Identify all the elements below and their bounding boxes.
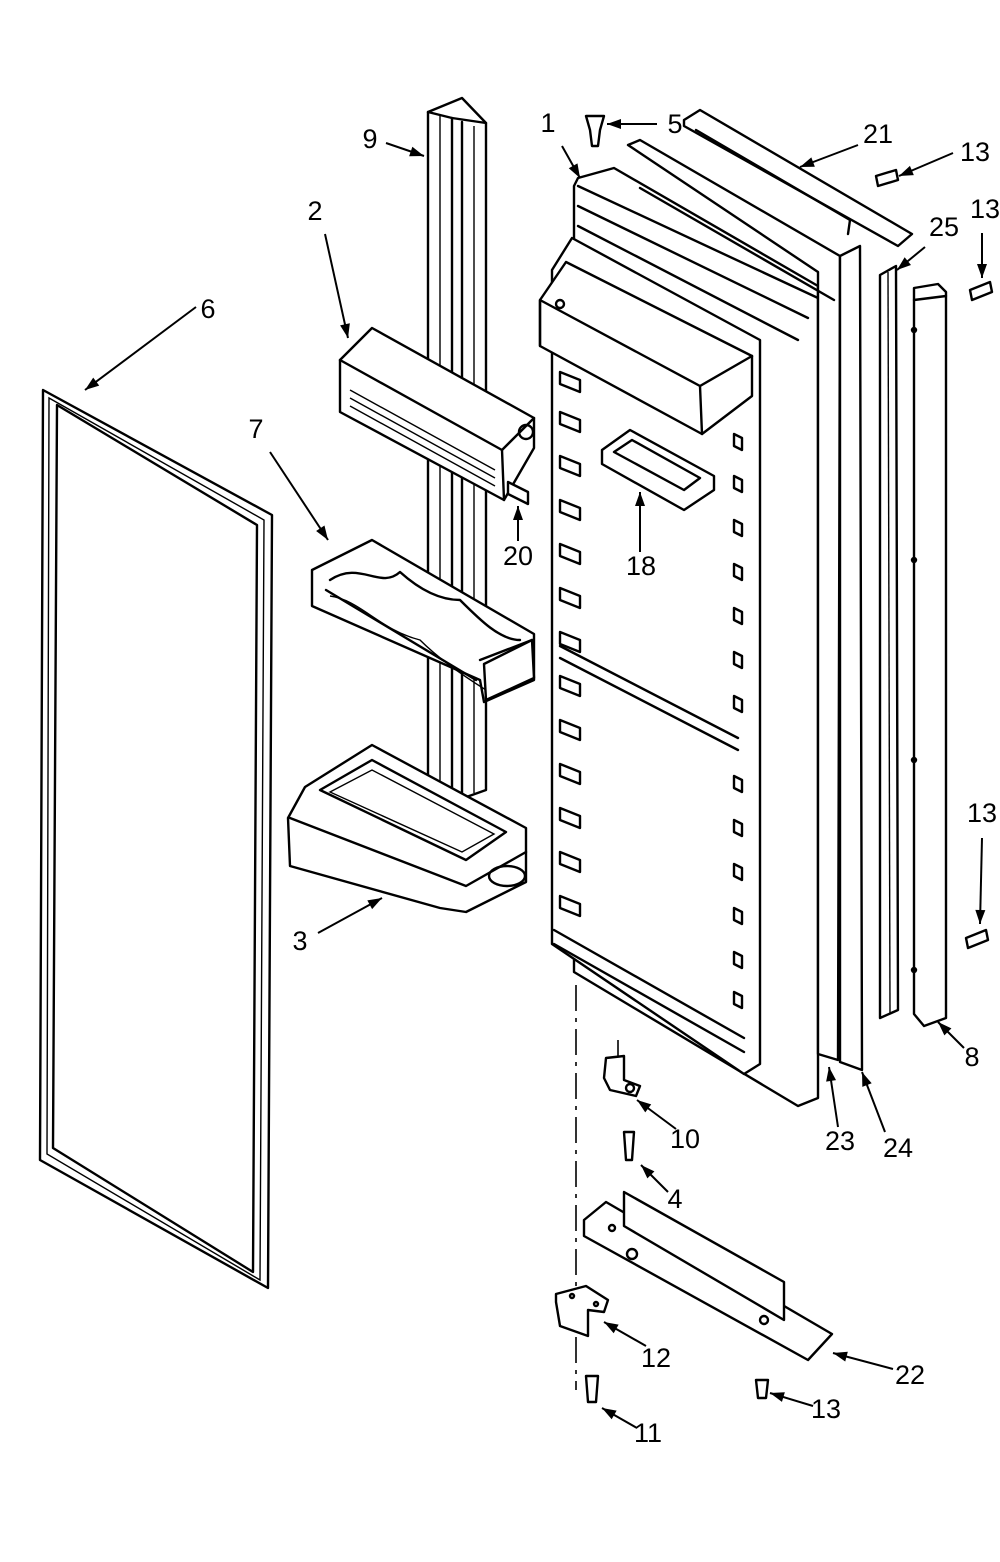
- callout-label: 18: [626, 551, 656, 581]
- callout-label: 8: [964, 1042, 979, 1072]
- lower-hinge: [554, 1284, 610, 1338]
- callout-arrowhead: [862, 1072, 872, 1087]
- callout-label: 4: [667, 1184, 682, 1214]
- side-channel: [910, 282, 948, 1028]
- callout-c1: 1: [540, 108, 581, 179]
- callout-c18: 18: [626, 492, 656, 581]
- callout-c13a: 13: [898, 137, 990, 177]
- callout-c7: 7: [248, 414, 329, 541]
- callout-label: 13: [960, 137, 990, 167]
- callout-arrowhead: [938, 1022, 952, 1036]
- callout-leader: [979, 837, 983, 925]
- callout-label: 23: [825, 1126, 855, 1156]
- callout-arrowhead: [637, 1100, 652, 1113]
- callout-label: 6: [200, 294, 215, 324]
- callout-label: 9: [362, 124, 377, 154]
- callout-arrowhead: [604, 1322, 619, 1334]
- callout-arrowhead: [602, 1408, 617, 1420]
- callout-c21: 21: [799, 119, 893, 168]
- side-seal: [878, 264, 900, 1020]
- callout-label: 13: [967, 798, 997, 828]
- hinge-bracket: [602, 1054, 642, 1098]
- callout-c3: 3: [292, 897, 383, 956]
- callout-leader: [269, 451, 329, 541]
- door-liner: [538, 166, 820, 1108]
- lower-screw: [584, 1374, 600, 1404]
- callout-arrowhead: [833, 1351, 848, 1362]
- callout-arrowhead: [899, 165, 914, 176]
- callout-arrowhead: [977, 264, 987, 278]
- callout-label: 1: [540, 108, 555, 138]
- top-plug: [584, 114, 606, 148]
- utility-tray: [600, 428, 716, 512]
- door-panels: [626, 138, 864, 1072]
- callout-label: 22: [895, 1360, 925, 1390]
- callout-arrowhead: [897, 257, 911, 270]
- bottom-hinge-plate: [582, 1190, 834, 1362]
- callout-label: 5: [667, 109, 682, 139]
- callout-c2: 2: [307, 196, 350, 339]
- callout-arrowhead: [635, 492, 645, 506]
- callout-c25: 25: [896, 212, 959, 271]
- callout-c8: 8: [937, 1021, 980, 1072]
- callout-arrowhead: [340, 323, 350, 338]
- callout-label: 12: [641, 1343, 671, 1373]
- egg-bin: [310, 538, 536, 704]
- callout-label: 11: [634, 1418, 662, 1448]
- callout-arrowhead: [975, 909, 986, 924]
- callout-c6: 6: [84, 294, 216, 391]
- callout-c11: 11: [601, 1407, 662, 1448]
- callout-c13b: 13: [970, 194, 1000, 278]
- callout-c24: 24: [861, 1071, 913, 1163]
- callout-c4: 4: [640, 1164, 683, 1214]
- dairy-door: [338, 326, 536, 502]
- callout-arrowhead: [316, 525, 328, 540]
- callout-label: 3: [292, 926, 307, 956]
- hinge-screw: [622, 1130, 636, 1162]
- callout-arrowhead: [409, 146, 424, 157]
- dairy-door-hinge-pin: [506, 480, 530, 506]
- callout-c10: 10: [636, 1099, 700, 1154]
- callout-arrowhead: [85, 377, 100, 390]
- callout-arrowhead: [641, 1165, 655, 1179]
- callout-label: 21: [863, 119, 893, 149]
- callout-arrowhead: [607, 119, 621, 129]
- callout-label: 20: [503, 541, 533, 571]
- callout-arrowhead: [826, 1067, 837, 1082]
- callout-arrowhead: [513, 506, 523, 520]
- callout-arrowhead: [770, 1392, 785, 1402]
- callout-label: 24: [883, 1133, 913, 1163]
- callout-c12: 12: [603, 1321, 671, 1373]
- callout-arrowhead: [367, 898, 382, 910]
- callout-c13d: 13: [769, 1392, 841, 1424]
- callout-c9: 9: [362, 124, 425, 157]
- callout-leader: [84, 306, 197, 391]
- callout-arrowhead: [800, 157, 815, 167]
- callout-c20: 20: [503, 506, 533, 571]
- callout-label: 2: [307, 196, 322, 226]
- door-gasket: [38, 388, 274, 1290]
- callout-c5: 5: [607, 109, 683, 139]
- door-bin: [286, 743, 528, 914]
- callout-label: 13: [811, 1394, 841, 1424]
- callout-label: 7: [248, 414, 263, 444]
- top-trim: [682, 108, 914, 248]
- callout-c13c: 13: [967, 798, 997, 925]
- callout-c22: 22: [832, 1351, 925, 1390]
- callout-label: 25: [929, 212, 959, 242]
- callout-leader: [324, 233, 349, 339]
- callout-label: 13: [970, 194, 1000, 224]
- screws: [754, 168, 994, 1400]
- callout-arrowhead: [568, 163, 580, 178]
- callout-c23: 23: [825, 1066, 855, 1156]
